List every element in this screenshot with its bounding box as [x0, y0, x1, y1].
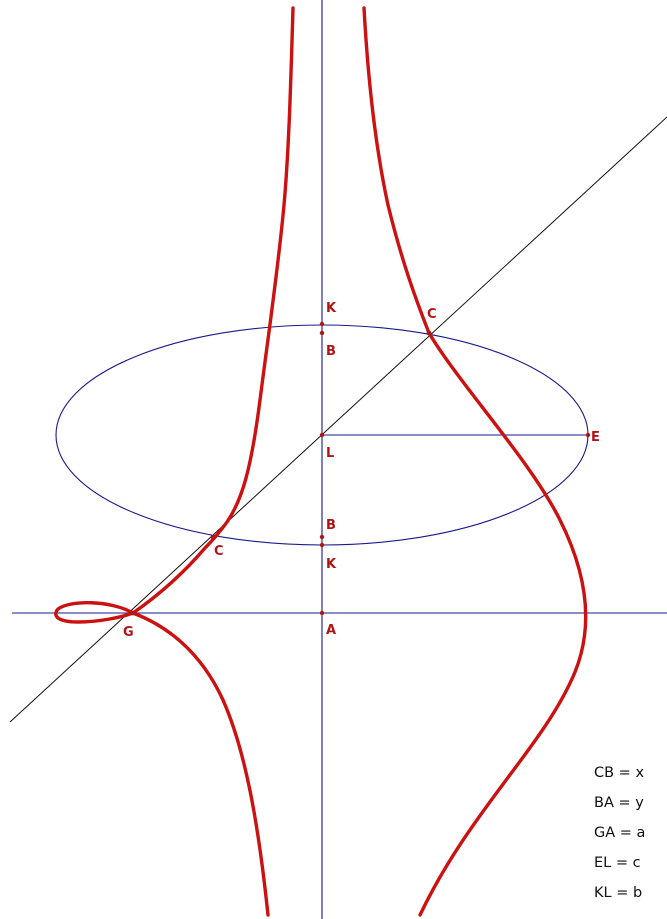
point-a-dot — [319, 610, 325, 616]
curve-left-upper-branch — [131, 6, 295, 615]
label-b-bottom: B — [326, 518, 336, 533]
legend-line: CB = x — [594, 765, 645, 781]
legend-line: KL = b — [594, 885, 643, 901]
point-k-top-dot — [319, 321, 325, 327]
point-b-top-dot — [319, 330, 325, 336]
curve-left-lower-branch — [131, 611, 270, 917]
label-c-right: C — [427, 307, 437, 322]
label-g: G — [123, 625, 134, 640]
label-e: E — [591, 430, 600, 445]
legend-line: EL = c — [594, 855, 641, 871]
point-c-left-dot — [210, 534, 216, 540]
label-c-left: C — [214, 544, 224, 559]
legend-line: GA = a — [594, 825, 646, 841]
curve-loop — [54, 601, 135, 624]
label-l: L — [326, 446, 334, 461]
point-e-dot — [585, 432, 591, 438]
point-dots — [130, 321, 591, 616]
label-b-top: B — [326, 344, 336, 359]
point-k-bottom-dot — [319, 542, 325, 548]
legend-line: BA = y — [594, 795, 644, 811]
diagonal-line — [9, 116, 667, 723]
point-b-bottom-dot — [319, 534, 325, 540]
point-g-dot — [130, 610, 136, 616]
label-a: A — [326, 623, 336, 638]
point-l-dot — [319, 432, 325, 438]
point-c-right-dot — [426, 330, 432, 336]
label-k-bottom: K — [326, 557, 337, 572]
label-k-top: K — [326, 301, 337, 316]
curve-right-branch — [362, 6, 588, 917]
